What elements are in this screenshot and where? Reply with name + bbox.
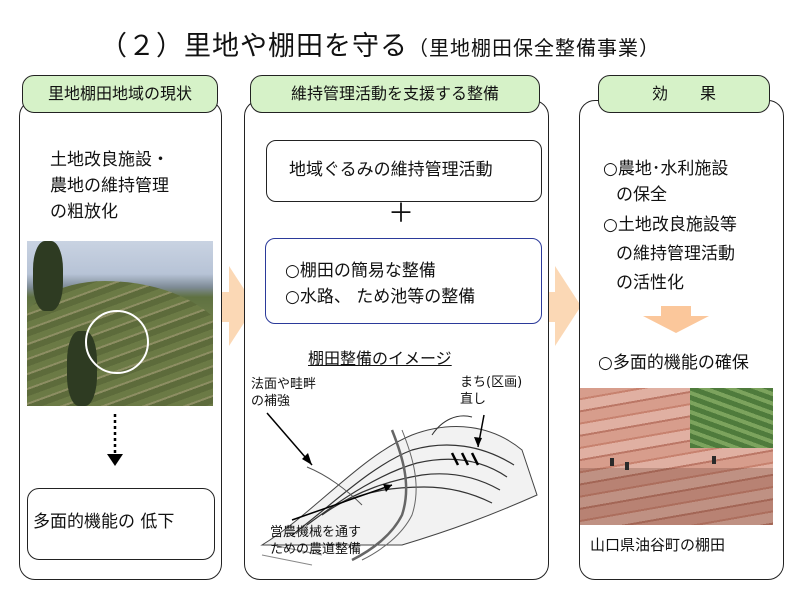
effects-result: ○多面的機能の確保 xyxy=(598,350,749,376)
effects-line-4: の維持管理活動 xyxy=(616,241,735,267)
label-farm-road-1: 営農機械を通す xyxy=(270,524,361,541)
effects-header: 効 果 xyxy=(598,75,770,113)
terraced-field-photo xyxy=(27,241,213,406)
label-slope-reinforce-1: 法面や畦畔 xyxy=(251,376,316,393)
photo-farmer xyxy=(712,456,716,464)
down-arrow xyxy=(100,412,130,468)
title-sub: （里地棚田保全整備事業） xyxy=(408,36,660,60)
plus-sign: ＋ xyxy=(388,197,414,231)
yuya-terrace-photo xyxy=(580,388,773,525)
current-state-header: 里地棚田地域の現状 xyxy=(22,75,218,113)
photo-shadow xyxy=(580,468,773,525)
photo-caption: 山口県油谷町の棚田 xyxy=(590,532,725,558)
title-main: （２）里地や棚田を守る xyxy=(100,31,408,62)
photo-grass xyxy=(690,388,773,448)
function-decline-text: 多面的機能の 低下 xyxy=(33,509,174,535)
effects-line-1: ○農地･水利施設 xyxy=(603,156,728,182)
current-state-line-1: 土地改良施設・ xyxy=(50,147,169,173)
maintenance-line-2: ○水路、 ため池等の整備 xyxy=(285,284,475,310)
photo-farmer xyxy=(610,458,614,466)
current-state-line-2: 農地の維持管理 xyxy=(50,173,169,199)
label-plot-fix-1: まち(区画) xyxy=(460,374,522,391)
effects-line-2: の保全 xyxy=(616,182,667,208)
label-farm-road-2: ための農道整備 xyxy=(270,541,361,558)
community-activity-text: 地域ぐるみの維持管理活動 xyxy=(289,157,493,183)
maintenance-line-1: ○棚田の簡易な整備 xyxy=(285,258,436,284)
label-plot-fix-2: 直し xyxy=(460,391,486,408)
effects-line-3: ○土地改良施設等 xyxy=(603,212,737,238)
effects-line-5: の活性化 xyxy=(616,270,684,296)
support-header: 維持管理活動を支援する整備 xyxy=(250,75,540,113)
highlight-circle xyxy=(85,310,149,374)
label-slope-reinforce-2: の補強 xyxy=(251,393,290,410)
image-title: 棚田整備のイメージ xyxy=(308,346,452,372)
page-title: （２）里地や棚田を守る（里地棚田保全整備事業） xyxy=(100,24,660,63)
photo-tree xyxy=(33,241,63,311)
effects-down-arrow xyxy=(641,306,711,334)
photo-farmer xyxy=(625,462,629,470)
flow-arrow-2 xyxy=(555,266,581,346)
current-state-line-3: の粗放化 xyxy=(50,199,118,225)
